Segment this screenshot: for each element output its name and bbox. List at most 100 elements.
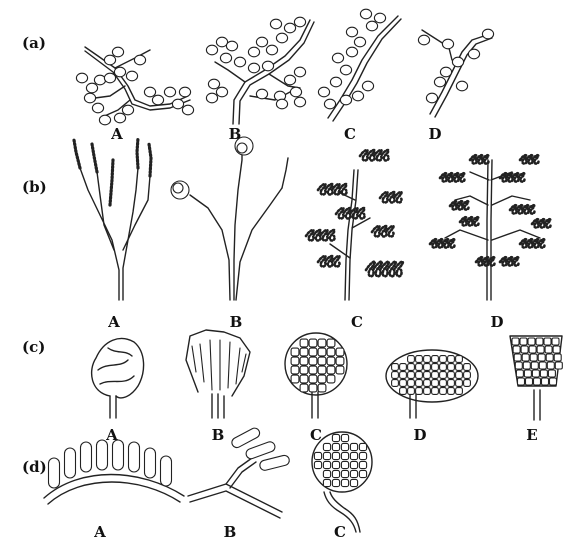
cell <box>416 380 423 387</box>
cell <box>432 388 439 395</box>
cell <box>400 372 407 379</box>
cell <box>537 346 544 353</box>
spore-cell-0 <box>49 458 60 488</box>
coiled-spore-chain <box>532 219 550 227</box>
label-b-b: B <box>230 313 243 331</box>
spore-9 <box>126 71 137 81</box>
cell <box>529 346 536 353</box>
cell <box>553 346 560 353</box>
spore-23 <box>220 53 231 63</box>
cell <box>408 372 415 379</box>
coiled-spore-chain <box>500 257 518 265</box>
cell <box>323 470 330 477</box>
cell <box>424 364 431 371</box>
cell <box>327 375 335 383</box>
cell <box>392 380 399 387</box>
cell <box>291 366 299 374</box>
spore-24 <box>234 57 245 67</box>
spore-48 <box>332 53 343 63</box>
coiled-spore-chain <box>440 173 464 181</box>
spore-34 <box>206 93 217 103</box>
spore-46 <box>330 77 341 87</box>
cell <box>456 364 463 371</box>
cell <box>440 380 447 387</box>
coiled-spore-chain <box>380 192 402 203</box>
cell <box>350 461 357 468</box>
cell <box>532 370 539 377</box>
cell <box>456 356 463 363</box>
spore-32 <box>294 17 305 27</box>
spore-63 <box>442 39 453 49</box>
spore-54 <box>346 27 357 37</box>
spore-57 <box>362 81 373 91</box>
cell <box>332 479 339 486</box>
cell <box>350 479 357 486</box>
cell <box>526 378 533 385</box>
cell <box>291 375 299 383</box>
cell <box>523 362 530 369</box>
cell <box>424 356 431 363</box>
label-d-b: B <box>224 523 237 540</box>
coiled-spore-chain <box>520 155 538 163</box>
cell <box>456 372 463 379</box>
coiled-spore-chain <box>306 230 335 241</box>
cell <box>512 338 519 345</box>
spore-65 <box>434 77 445 87</box>
cell <box>440 388 447 395</box>
spore-58 <box>426 93 437 103</box>
cell <box>314 452 321 459</box>
spore-3 <box>84 93 95 103</box>
cell <box>341 434 348 441</box>
cell <box>318 357 326 365</box>
spore-26 <box>256 37 267 47</box>
label-a-b: B <box>229 125 242 143</box>
cell <box>554 354 561 361</box>
cell <box>336 348 344 356</box>
label-c-b: B <box>212 426 225 444</box>
cell <box>392 372 399 379</box>
spore-0 <box>76 73 87 83</box>
cell <box>514 354 521 361</box>
cell <box>318 366 326 374</box>
cell <box>534 378 541 385</box>
spore-62 <box>482 29 493 39</box>
cell <box>300 357 308 365</box>
spore-53 <box>360 9 371 19</box>
cell <box>323 452 330 459</box>
cell <box>400 364 407 371</box>
spore-42 <box>256 89 267 99</box>
spore-49 <box>346 47 357 57</box>
cell <box>323 479 330 486</box>
coiled-spore-chain <box>366 262 403 277</box>
panel-b-item-b <box>171 137 288 300</box>
spore-18 <box>122 105 133 115</box>
spore-16 <box>114 113 125 123</box>
spore-41 <box>290 87 301 97</box>
cell <box>341 461 348 468</box>
cell <box>300 366 308 374</box>
cell <box>440 372 447 379</box>
spore-6 <box>114 67 125 77</box>
coiled-spore-chain <box>520 239 544 247</box>
spore-10 <box>144 87 155 97</box>
cell <box>424 388 431 395</box>
cell <box>400 380 407 387</box>
cell <box>300 384 308 392</box>
panel-c-item-a <box>92 339 144 418</box>
cell <box>545 346 552 353</box>
coiled-spore-chain <box>470 155 488 163</box>
coiled-spore-chain <box>318 184 347 195</box>
cell <box>424 380 431 387</box>
cell <box>544 338 551 345</box>
cell <box>408 356 415 363</box>
cell <box>408 380 415 387</box>
cell <box>309 375 317 383</box>
cell <box>318 384 326 392</box>
spore-56 <box>352 91 363 101</box>
cell <box>327 348 335 356</box>
spore-cell-3 <box>97 440 108 470</box>
cell <box>327 339 335 347</box>
cell <box>341 470 348 477</box>
spore-25 <box>248 47 259 57</box>
cell <box>359 443 366 450</box>
